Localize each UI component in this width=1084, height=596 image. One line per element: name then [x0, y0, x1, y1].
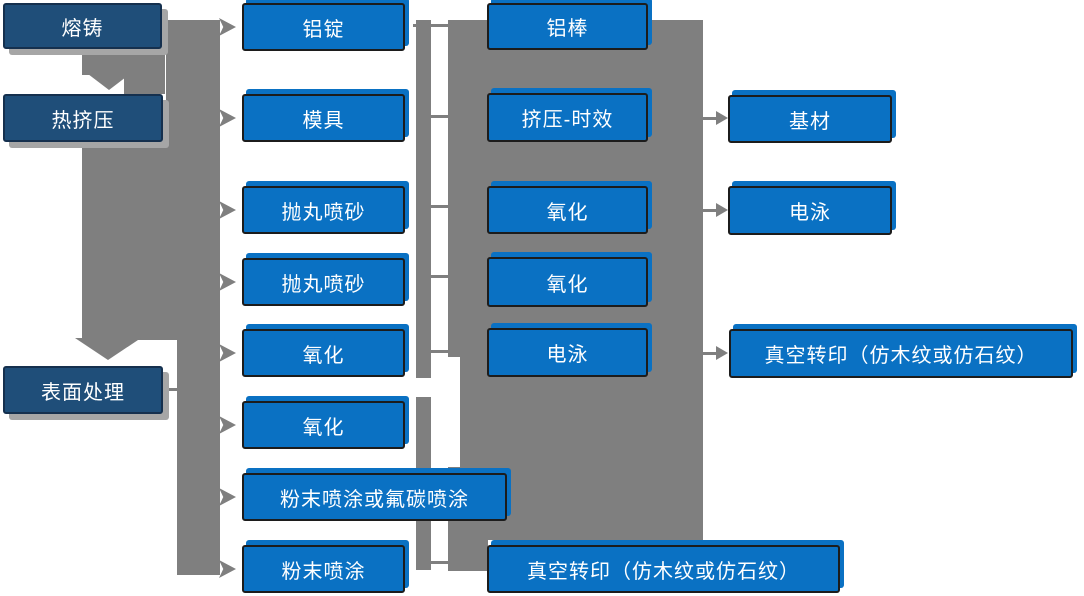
node-powder-coating: 粉末喷涂: [242, 545, 405, 593]
node-powder-or-fluorocarbon-label: 粉末喷涂或氟碳喷涂: [280, 488, 469, 511]
connector-spine-upper: [166, 20, 220, 340]
node-powder-or-fluorocarbon: 粉末喷涂或氟碳喷涂: [242, 473, 507, 521]
node-melt-label: 熔铸: [61, 17, 104, 40]
node-shot-blast-1-label: 抛丸喷砂: [281, 201, 366, 224]
node-mold-label: 模具: [302, 109, 345, 132]
node-shot-blast-2-label: 抛丸喷砂: [281, 273, 366, 296]
block-notch: [448, 357, 460, 467]
node-vacuum-transfer-bottom-label: 真空转印（仿木纹或仿石纹）: [527, 560, 800, 583]
arrow-to-shot-blast-1-icon: [219, 201, 236, 219]
node-electrophoresis-c3: 电泳: [487, 328, 648, 377]
connector-surface-link: [163, 388, 178, 391]
connector-melt-stub-right: [124, 74, 165, 94]
node-mold: 模具: [242, 94, 405, 142]
node-base-material: 基材: [728, 95, 892, 143]
node-hot-extrusion-label: 热挤压: [51, 109, 115, 132]
tick-al-rod: [413, 24, 449, 27]
node-oxidation-c3-1: 氧化: [487, 186, 648, 234]
node-base-material-label: 基材: [789, 110, 831, 133]
line-to-electrophoresis-c4: [702, 209, 718, 212]
line-to-base-material: [702, 117, 718, 120]
node-extrusion-aging: 挤压-时效: [487, 93, 648, 142]
node-shot-blast-2: 抛丸喷砂: [242, 258, 405, 306]
arrow-to-mold-icon: [219, 109, 236, 127]
node-hot-extrusion: 热挤压: [3, 94, 163, 142]
surface-down-arrow-icon: [75, 338, 141, 360]
connector-block-tail: [448, 540, 488, 571]
node-vacuum-transfer-right-label: 真空转印（仿木纹或仿石纹）: [764, 345, 1038, 367]
node-oxidation-c2-1: 氧化: [242, 329, 405, 377]
line-to-vacuum-right: [702, 352, 718, 355]
connector-melt-stub: [82, 51, 165, 75]
arrow-to-electrophoresis-c4-icon: [716, 203, 728, 217]
arrow-to-oxidation-2-icon: [219, 416, 236, 434]
node-extrusion-aging-label: 挤压-时效: [521, 109, 614, 131]
tick-electrophoresis: [429, 350, 457, 353]
node-electrophoresis-c4-label: 电泳: [789, 202, 831, 224]
arrow-to-powder-fluoro-icon: [219, 488, 236, 506]
node-surface-treatment: 表面处理: [3, 366, 163, 414]
connector-mass-left: [82, 142, 166, 340]
arrow-to-powder-icon: [219, 560, 236, 578]
arrow-to-oxidation-1-icon: [219, 344, 236, 362]
arrow-to-base-material-icon: [716, 111, 728, 125]
node-al-ingot-label: 铝锭: [302, 18, 345, 41]
tick-vacuum-bottom: [429, 561, 457, 564]
node-vacuum-transfer-right: 真空转印（仿木纹或仿石纹）: [729, 329, 1073, 378]
connector-spine-lower: [177, 340, 220, 575]
node-electrophoresis-c3-label: 电泳: [546, 344, 589, 366]
node-oxidation-c2-2: 氧化: [242, 401, 405, 449]
tick-oxidation-c3-1: [429, 205, 449, 208]
node-al-rod: 铝棒: [487, 3, 648, 50]
node-oxidation-c2-2-label: 氧化: [302, 416, 345, 439]
tick-oxidation-c3-2: [429, 275, 449, 278]
node-al-rod-label: 铝棒: [546, 18, 589, 40]
arrow-to-shot-blast-2-icon: [219, 273, 236, 291]
node-electrophoresis-c4: 电泳: [728, 186, 892, 235]
node-surface-treatment-label: 表面处理: [41, 381, 125, 404]
tick-extrusion-aging: [429, 115, 449, 118]
node-powder-coating-label: 粉末喷涂: [281, 560, 366, 583]
node-oxidation-c3-2: 氧化: [487, 257, 648, 307]
connector-thinbar-upper: [416, 20, 431, 378]
node-oxidation-c2-1-label: 氧化: [302, 344, 345, 367]
node-oxidation-c3-2-label: 氧化: [546, 273, 589, 296]
node-melt: 熔铸: [3, 3, 162, 49]
node-vacuum-transfer-bottom: 真空转印（仿木纹或仿石纹）: [487, 545, 840, 593]
node-oxidation-c3-1-label: 氧化: [546, 201, 589, 224]
node-al-ingot: 铝锭: [242, 3, 405, 51]
arrow-to-vacuum-right-icon: [716, 346, 728, 360]
arrow-to-al-ingot-icon: [219, 18, 236, 36]
node-shot-blast-1: 抛丸喷砂: [242, 186, 405, 234]
